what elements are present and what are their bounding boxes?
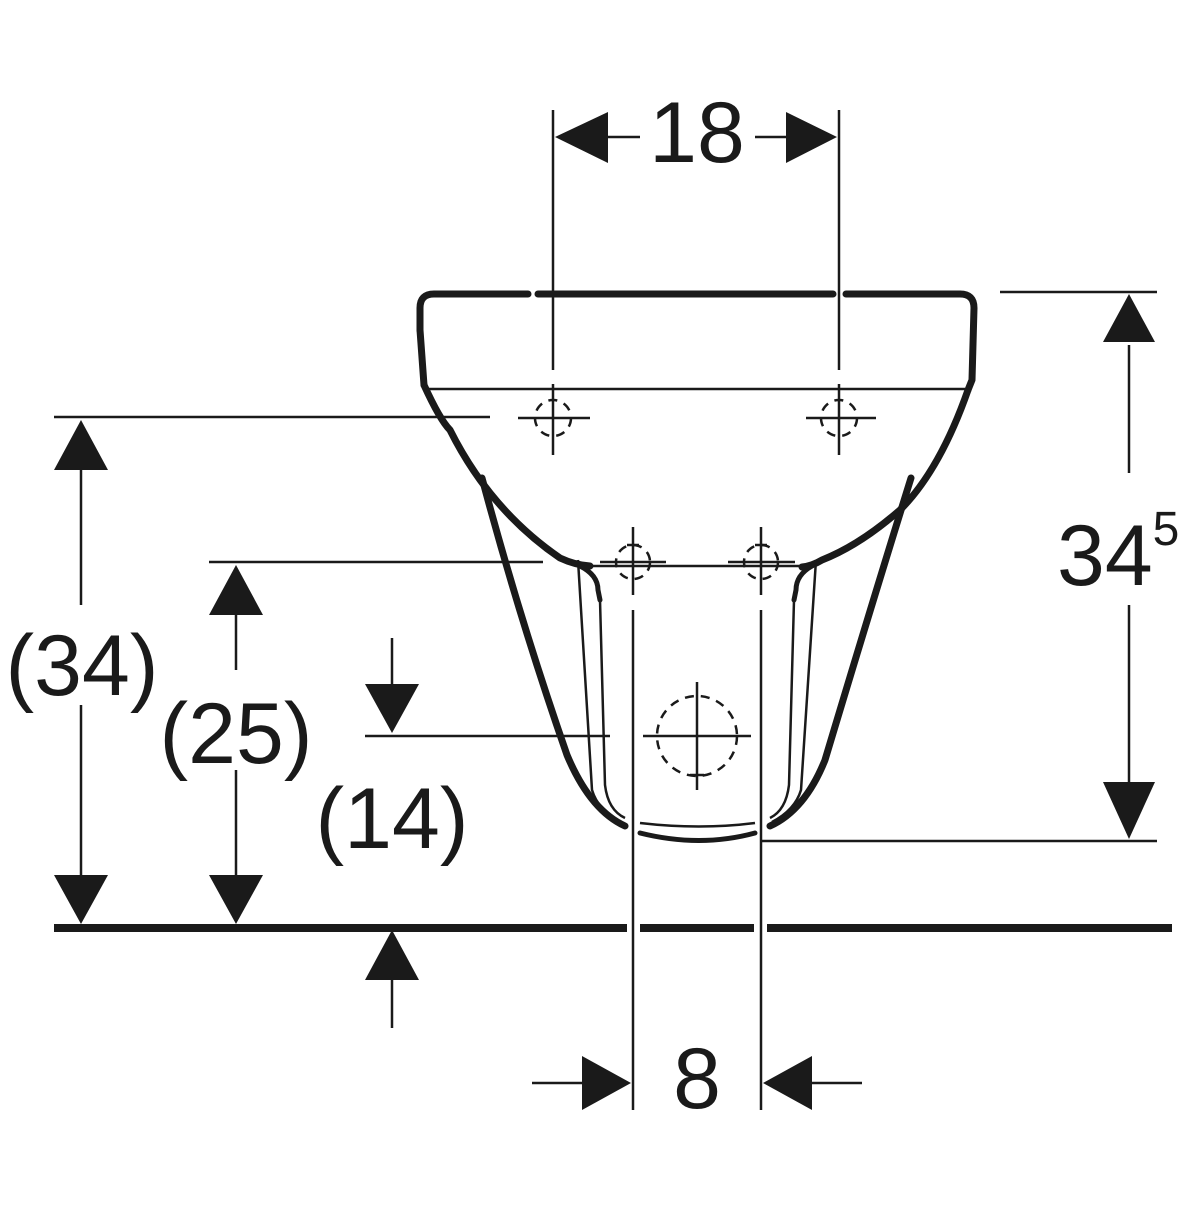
arrow-right-icon	[582, 1056, 631, 1110]
dimension-label-34-paren: (34)	[6, 618, 159, 714]
dimension-bottom-width: 8	[532, 1031, 862, 1127]
arrow-down-icon	[1103, 782, 1155, 839]
dimension-left-drain: (14)	[316, 638, 610, 1028]
upper-right-bolt-marker	[806, 384, 876, 455]
bidet-outline	[416, 290, 978, 843]
arrow-down-icon	[365, 684, 419, 733]
drain-outlet-marker	[643, 682, 751, 790]
arrow-up-icon	[54, 420, 108, 470]
dimension-label-34-5: 345	[1057, 503, 1179, 604]
arrow-up-icon	[365, 930, 419, 980]
arrow-right-icon	[786, 112, 837, 163]
dimension-right-height: 345	[760, 290, 1179, 843]
arrow-down-icon	[209, 875, 263, 924]
arrow-left-icon	[555, 112, 608, 163]
arrow-left-icon	[763, 1056, 812, 1110]
arrow-down-icon	[54, 875, 108, 924]
left-supply-marker	[600, 527, 666, 595]
right-supply-marker	[728, 527, 795, 595]
dimension-left-supply: (25)	[160, 560, 543, 924]
dimension-label-25-paren: (25)	[160, 686, 313, 782]
arrow-up-icon	[1103, 294, 1155, 342]
arrow-up-icon	[209, 565, 263, 615]
dimension-label-18: 18	[649, 85, 745, 181]
dimension-label-14-paren: (14)	[316, 771, 469, 867]
dimension-left-bolts: (34)	[6, 415, 490, 924]
supply-extension-lines	[631, 610, 763, 1110]
dimension-top-width: 18	[551, 85, 841, 370]
upper-left-bolt-marker	[518, 384, 590, 455]
dimension-label-8: 8	[673, 1031, 721, 1127]
